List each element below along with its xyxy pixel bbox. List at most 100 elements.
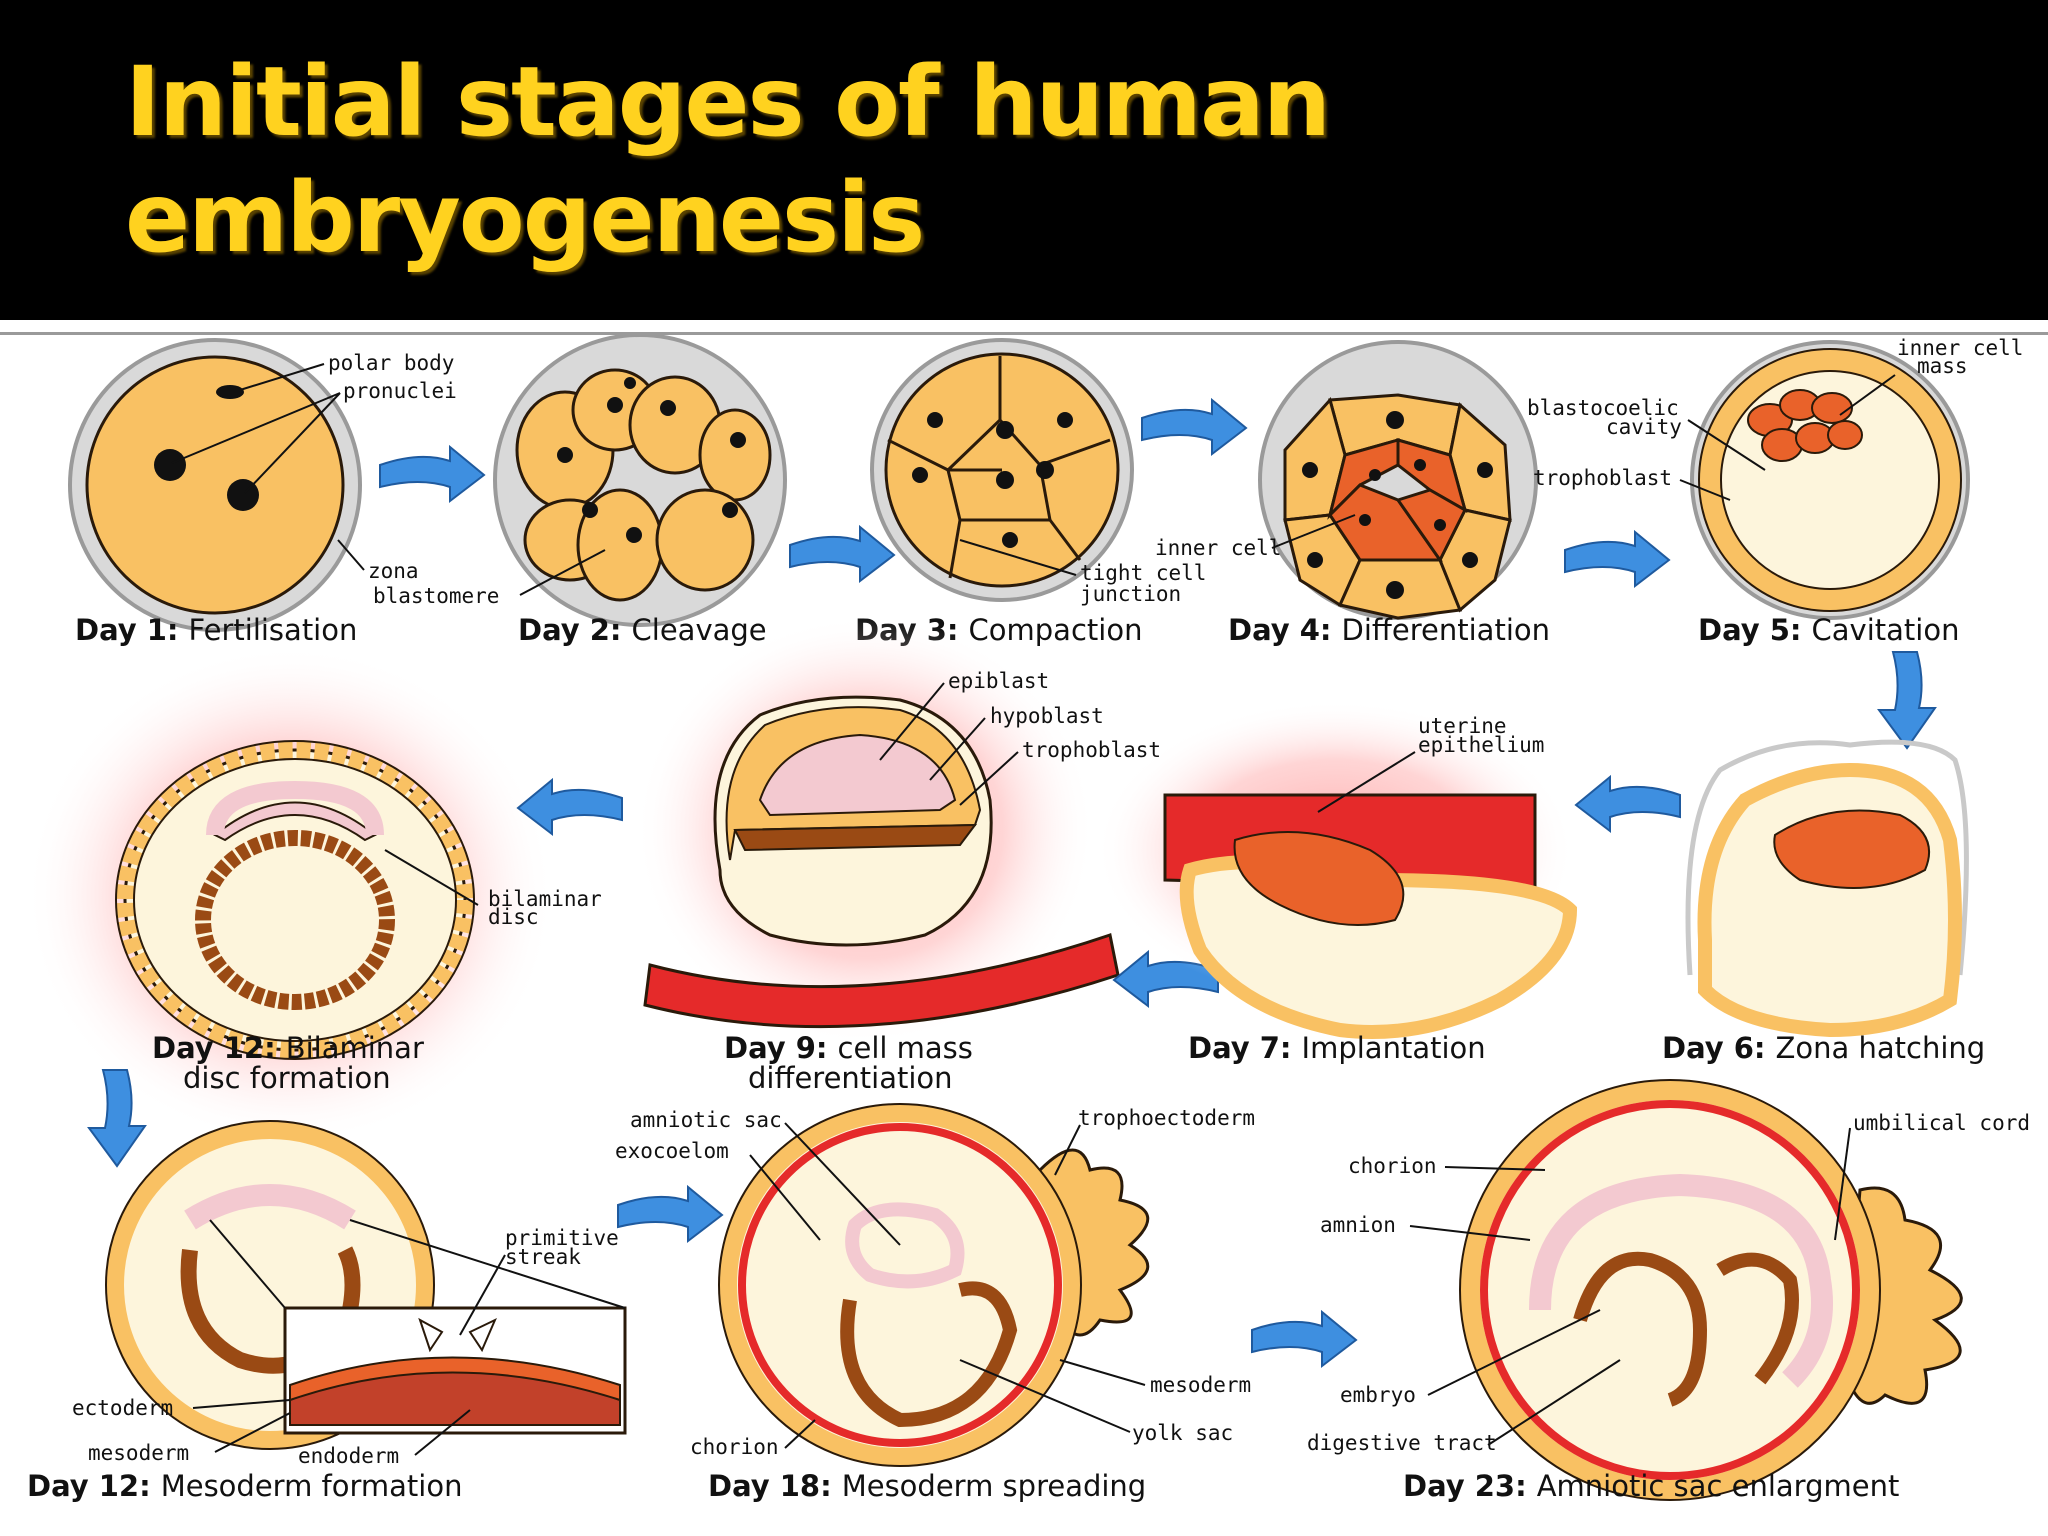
caption-day4: Day 4:Differentiation: [1228, 613, 1550, 647]
arrow-day4-to-day5: [1564, 531, 1670, 587]
label-endoderm: endoderm: [298, 1444, 399, 1468]
day18-mesoderm-spreading: [718, 1103, 1150, 1467]
label-zona: zona: [368, 559, 419, 583]
label-primitive-2: streak: [505, 1245, 581, 1269]
caption-day1-day: Day 1:: [75, 613, 179, 647]
caption-day23-day: Day 23:: [1403, 1469, 1527, 1503]
label-digestive-tract: digestive tract: [1307, 1431, 1497, 1455]
label-blastocoelic-1: blastocoelic: [1527, 396, 1679, 420]
label-inner-cell-mass-2: mass: [1917, 354, 1968, 378]
label-trophoectoderm: trophoectoderm: [1078, 1106, 1255, 1130]
label-junction: junction: [1080, 582, 1181, 606]
caption-day18: Day 18: Mesoderm spreading: [708, 1469, 1146, 1503]
caption-day4-day: Day 4:: [1228, 613, 1332, 647]
caption-day12a-day: Day 12:: [152, 1031, 276, 1065]
day18-label-lines: [749, 1122, 1146, 1449]
label-inner-cell: inner cell: [1155, 536, 1281, 560]
day23-amniotic-sac: [1459, 1079, 1963, 1501]
day9-label-lines: [879, 682, 1019, 806]
caption-day3-name: Compaction: [969, 613, 1143, 647]
label-ectoderm: ectoderm: [72, 1396, 173, 1420]
caption-day7-day: Day 7:: [1188, 1031, 1292, 1065]
caption-day6: Day 6: Zona hatching: [1662, 1031, 1985, 1065]
title-bar: Initial stages of human embryogenesis: [0, 0, 2048, 320]
label-blastocoelic-2: cavity: [1606, 415, 1682, 439]
day2-cleavage: [493, 333, 787, 627]
caption-day9-name: cell mass: [838, 1031, 973, 1065]
day4-differentiation: [1258, 340, 1538, 620]
label-tight-cell: tight cell: [1080, 561, 1206, 585]
arrow-day6-to-day7: [1574, 774, 1681, 834]
arrow-day12b-to-day18: [617, 1186, 723, 1242]
label-yolk-sac: yolk sac: [1132, 1421, 1233, 1445]
caption-day9: Day 9: cell mass: [724, 1031, 973, 1065]
day23-label-lines: [1409, 1127, 1851, 1446]
day12-bilaminar-disc: [25, 645, 555, 1145]
slide-title-line2: embryogenesis: [125, 162, 925, 274]
label-exocoelom: exocoelom: [615, 1139, 729, 1163]
label-polar-body: polar body: [328, 351, 454, 375]
label-uterine-1: uterine: [1418, 714, 1507, 738]
label-uterine-2: epithelium: [1418, 733, 1544, 757]
label-bilaminar-1: bilaminar: [488, 887, 602, 911]
label-bilaminar-2: disc: [488, 905, 539, 929]
arrow-day5-to-day6: [1877, 651, 1937, 750]
caption-day7-name: Implantation: [1302, 1031, 1486, 1065]
caption-day5-name: Cavitation: [1812, 613, 1960, 647]
day1-label-lines: [171, 363, 365, 571]
caption-day18-name: Mesoderm spreading: [842, 1469, 1147, 1503]
day12b-label-lines: [192, 1219, 626, 1456]
arrow-day12-to-day12b: [87, 1069, 147, 1168]
label-chorion-23: chorion: [1348, 1154, 1437, 1178]
label-epiblast: epiblast: [948, 669, 1049, 693]
caption-day23-name: Amniotic sac enlargment: [1537, 1469, 1900, 1503]
caption-day12b-day: Day 12:: [27, 1469, 151, 1503]
day3-compaction: [870, 338, 1134, 602]
day6-zona-hatching: [1685, 739, 1969, 1038]
caption-day2-day: Day 2:: [518, 613, 622, 647]
caption-day23: Day 23: Amniotic sac enlargment: [1403, 1469, 1899, 1503]
day5-label-lines: [1679, 374, 1896, 501]
label-primitive-1: primitive: [505, 1226, 619, 1250]
caption-day12a-name: Bilaminar: [286, 1031, 424, 1065]
day1-zygote: [68, 338, 362, 632]
caption-day5: Day 5: Cavitation: [1698, 613, 1959, 647]
caption-day2-name: Cleavage: [632, 613, 767, 647]
label-chorion-18: chorion: [690, 1435, 779, 1459]
slide-title-line1: Initial stages of human: [125, 46, 1331, 158]
label-pronuclei: pronuclei: [343, 379, 457, 403]
caption-day9-day: Day 9:: [724, 1031, 828, 1065]
label-hypoblast: hypoblast: [990, 704, 1104, 728]
caption-day2: Day 2: Cleavage: [518, 613, 767, 647]
caption-day7: Day 7: Implantation: [1188, 1031, 1486, 1065]
arrow-day1-to-day2: [379, 446, 485, 502]
caption-day1-name: Fertilisation: [189, 613, 358, 647]
caption-day12a-line2: disc formation: [183, 1061, 391, 1095]
label-mesoderm-12: mesoderm: [88, 1441, 189, 1465]
caption-day6-name: Zona hatching: [1776, 1031, 1986, 1065]
day7-implantation: [1095, 700, 1578, 1039]
arrow-day2-to-day3: [789, 526, 895, 582]
caption-day5-day: Day 5:: [1698, 613, 1802, 647]
caption-day9-line2: differentiation: [748, 1061, 953, 1095]
arrow-day9-to-day12: [516, 777, 623, 837]
label-embryo: embryo: [1340, 1383, 1416, 1407]
caption-day12b: Day 12: Mesoderm formation: [27, 1469, 462, 1503]
slide-title: Initial stages of human embryogenesis: [125, 44, 1331, 276]
label-blastomere: blastomere: [373, 584, 499, 608]
label-amniotic-sac: amniotic sac: [630, 1108, 782, 1132]
title-divider: [0, 332, 2048, 335]
label-trophoblast-9: trophoblast: [1022, 738, 1161, 762]
caption-day6-day: Day 6:: [1662, 1031, 1766, 1065]
label-inner-cell-mass-1: inner cell: [1897, 336, 2023, 360]
caption-day12a: Day 12: Bilaminar: [152, 1031, 424, 1065]
label-umbilical-cord: umbilical cord: [1853, 1111, 2030, 1135]
label-amnion: amnion: [1320, 1213, 1396, 1237]
caption-day18-day: Day 18:: [708, 1469, 832, 1503]
label-trophoblast: trophoblast: [1533, 466, 1672, 490]
arrow-day3-to-day4: [1141, 399, 1247, 455]
day9-cell-mass: [635, 615, 1120, 1045]
caption-day12b-name: Mesoderm formation: [161, 1469, 463, 1503]
caption-day1: Day 1: Fertilisation: [75, 613, 357, 647]
